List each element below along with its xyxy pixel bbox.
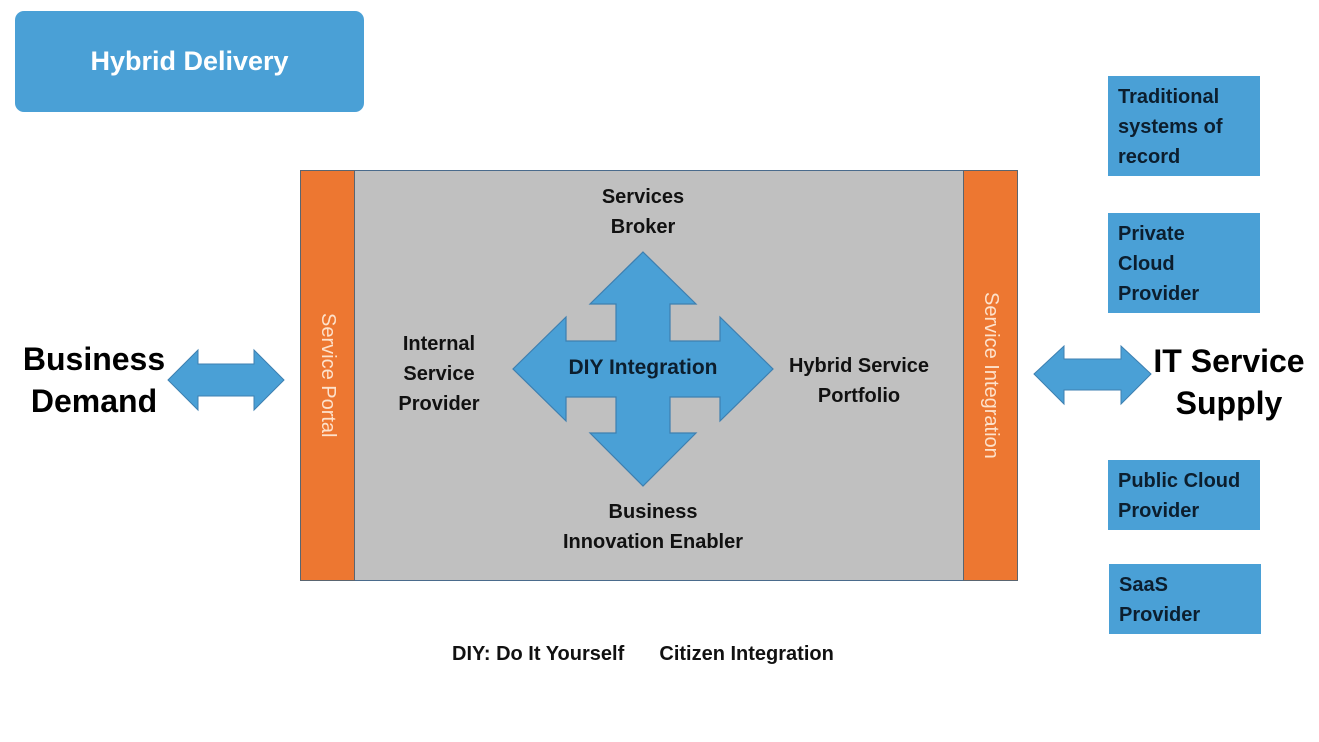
business-demand-line1: Business (22, 341, 166, 377)
internal-service-provider-line1: Internal (402, 333, 476, 355)
hybrid-service-portfolio-line2: Portfolio (817, 385, 901, 407)
supply-source-traditional-systems: Traditional systems of record (1108, 76, 1260, 176)
services-broker-label: Services Broker (543, 182, 743, 242)
it-service-supply-line2: Supply (1175, 385, 1283, 421)
diy-integration-text: DIY Integration (568, 356, 718, 379)
footnote-alias: Citizen Integration (659, 643, 834, 665)
supply-source-line: Provider (1119, 604, 1201, 626)
footnote-definition: DIY: Do It Yourself (452, 643, 625, 665)
service-integration-bar: Service Integration (963, 170, 1018, 581)
supply-source-private-cloud: Private Cloud Provider (1108, 213, 1260, 313)
hybrid-service-portfolio-line1: Hybrid Service (788, 355, 930, 377)
service-portal-bar: Service Portal (300, 170, 355, 581)
business-demand-label: Business Demand (14, 338, 174, 422)
business-innovation-enabler-line2: Innovation Enabler (562, 531, 744, 553)
business-innovation-enabler-label: Business Innovation Enabler (533, 497, 773, 557)
supply-source-saas: SaaS Provider (1109, 564, 1261, 634)
business-innovation-enabler-line1: Business (608, 501, 698, 523)
hybrid-service-portfolio-label: Hybrid Service Portfolio (773, 351, 945, 411)
supply-source-line: Public Cloud (1118, 470, 1241, 492)
supply-source-line: Provider (1118, 500, 1200, 522)
services-broker-line1: Services (601, 186, 685, 208)
service-integration-label: Service Integration (980, 292, 1002, 459)
internal-service-provider-label: Internal Service Provider (369, 329, 509, 419)
supply-source-line: Provider (1118, 283, 1200, 305)
footnote: DIY: Do It Yourself Citizen Integration (452, 639, 834, 669)
diy-integration-label: DIY Integration (543, 353, 743, 383)
supply-source-public-cloud: Public Cloud Provider (1108, 460, 1260, 530)
it-service-supply-line1: IT Service (1153, 343, 1305, 379)
supply-source-line: Traditional (1118, 86, 1220, 108)
supply-source-line: record (1118, 146, 1181, 168)
services-broker-line2: Broker (610, 216, 676, 238)
service-portal-label: Service Portal (317, 313, 339, 438)
internal-service-provider-line3: Provider (398, 393, 480, 415)
internal-service-provider-line2: Service (403, 363, 475, 385)
business-demand-line2: Demand (30, 383, 158, 419)
title-text: Hybrid Delivery (90, 46, 289, 76)
supply-source-line: Cloud (1118, 253, 1175, 275)
supply-source-line: SaaS (1119, 574, 1168, 596)
title-box: Hybrid Delivery (15, 11, 364, 112)
supply-source-line: systems of (1118, 116, 1223, 138)
it-service-supply-label: IT Service Supply (1146, 340, 1312, 424)
supply-source-line: Private (1118, 223, 1185, 245)
